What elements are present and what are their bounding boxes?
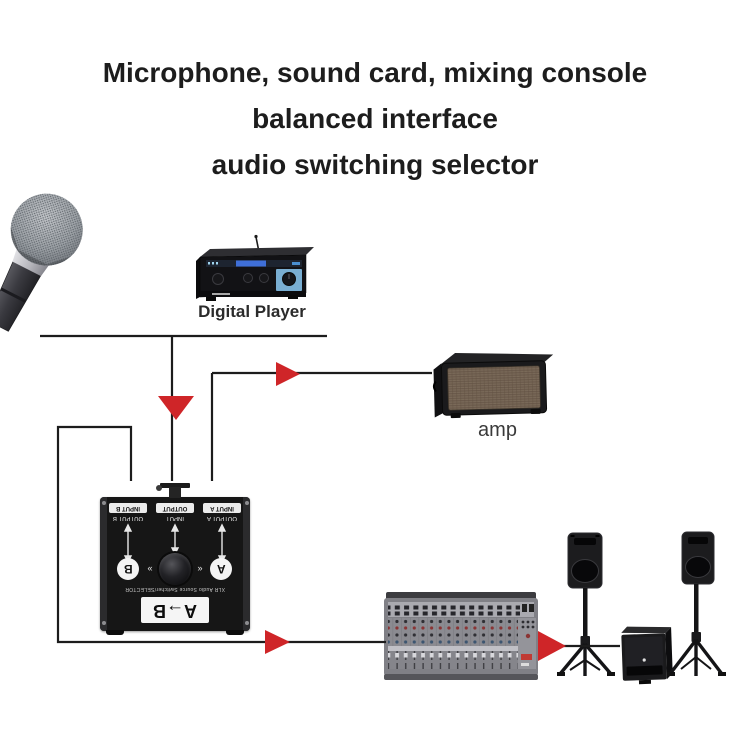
- right-speaker-woofer: [685, 556, 711, 578]
- mount-clamp-screw: [156, 485, 162, 491]
- right-stand-collar: [691, 632, 701, 642]
- brand-plate-label: A→B: [153, 600, 197, 621]
- mic-handle-seam: [0, 287, 26, 303]
- microphone-illustration: [0, 193, 83, 332]
- subwoofer-port: [626, 665, 663, 676]
- mixer-label-strip: [388, 646, 518, 651]
- arrow-down-icon: [158, 396, 194, 420]
- page-title: Microphone, sound card, mixing console b…: [0, 50, 750, 188]
- brand-plate: A→B: [141, 597, 209, 623]
- mic-grille-shadow: [10, 227, 70, 266]
- title-line-1: Microphone, sound card, mixing console: [102, 57, 648, 88]
- chevron-right-icon: »: [197, 563, 203, 573]
- mixing-console-illustration: [384, 592, 538, 680]
- model-text: XLR Audio Source Switcher/SELECTOR: [125, 586, 225, 592]
- subwoofer-logo-dot: [642, 658, 646, 662]
- chevron-left-icon: «: [147, 563, 153, 573]
- box-foot: [106, 630, 124, 635]
- title-line-3: audio switching selector: [211, 149, 539, 180]
- right-stand-pole: [694, 584, 699, 634]
- amp-left-side: [433, 363, 443, 418]
- subwoofer: [621, 626, 673, 685]
- box-foot: [226, 630, 244, 635]
- mic-grille-mesh: [10, 193, 83, 266]
- left-speaker-horn: [574, 538, 596, 545]
- player-lcd: [236, 260, 266, 267]
- left-stand-tripod: [558, 642, 613, 676]
- arrow-right-mixer-icon: [265, 630, 290, 654]
- player-bottom-strip: [200, 291, 306, 297]
- left-stand-collar: [580, 636, 590, 646]
- amp-caption: amp: [478, 419, 517, 441]
- player-top-face: [200, 247, 314, 257]
- antenna-tip: [254, 234, 258, 239]
- amp-grille: [447, 365, 541, 411]
- mic-collar-ring: [12, 249, 49, 277]
- pa-speakers-illustration: [557, 531, 726, 685]
- left-stand-pole: [583, 588, 588, 640]
- player-knob-mid1: [243, 273, 253, 283]
- amp-handle: [432, 380, 437, 393]
- right-stand-tripod: [668, 638, 724, 676]
- left-speaker-woofer: [571, 559, 599, 583]
- selector-b-badge: B: [117, 558, 139, 580]
- player-knob-mid2: [259, 273, 269, 283]
- player-knob-left: [212, 273, 224, 285]
- selector-a-badge: A: [210, 558, 232, 580]
- amp-illustration: [432, 353, 554, 419]
- ab-switch-box: INPUT B OUTPUT INPUT A OUTPUT B INPUT OU…: [100, 483, 250, 635]
- mixer-red-badge: [521, 654, 532, 660]
- footswitch-knob: [159, 553, 191, 585]
- title-line-2: balanced interface: [252, 103, 498, 134]
- right-speaker-horn: [688, 537, 708, 544]
- digital-player-illustration: [196, 234, 314, 301]
- player-left-side: [196, 257, 200, 299]
- mixer-front-edge: [384, 674, 538, 680]
- digital-player-caption: Digital Player: [198, 302, 306, 321]
- arrow-right-amp-icon: [276, 362, 300, 386]
